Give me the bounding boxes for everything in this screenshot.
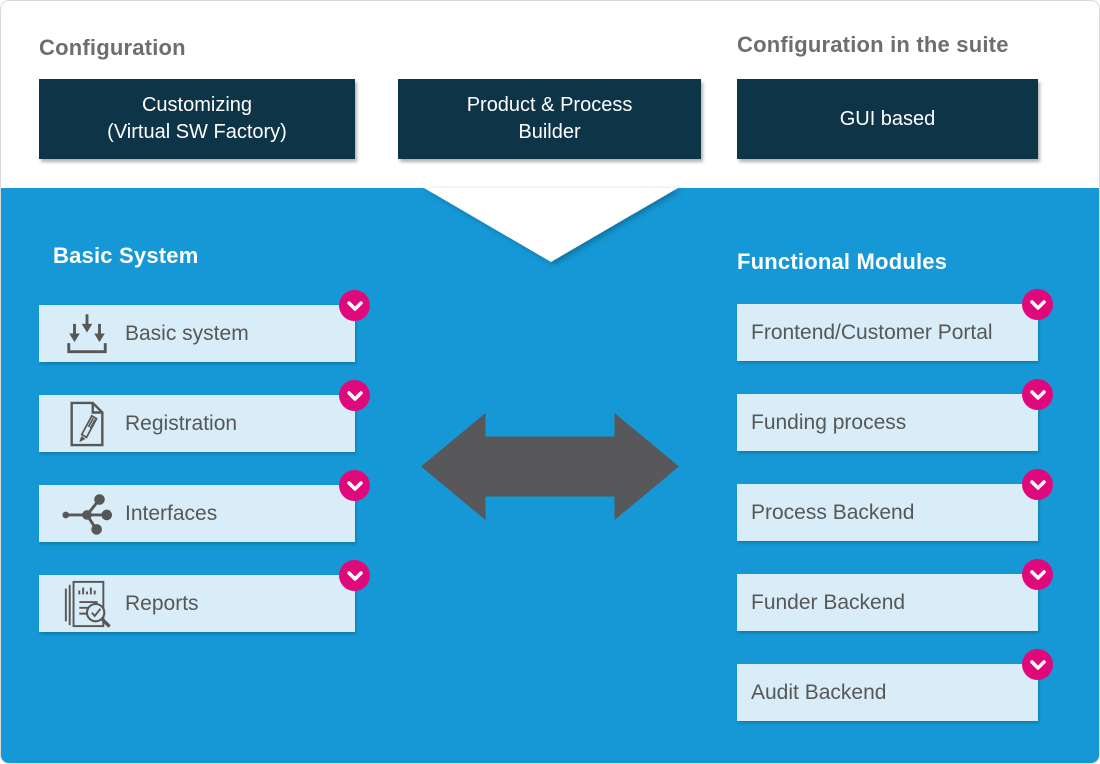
functional-modules-heading: Functional Modules [737,249,948,274]
expand-badge[interactable] [1022,379,1053,410]
chevron-down-icon [346,300,363,311]
expand-badge[interactable] [1022,469,1053,500]
config-box-label: Product & Process Builder [466,94,633,143]
chevron-down-icon [1029,299,1046,310]
item-label: Frontend/Customer Portal [751,320,993,344]
expand-badge[interactable] [1022,289,1053,320]
list-item-funding-process: Funding process [737,379,1053,451]
list-item-process-backend: Process Backend [737,469,1053,541]
list-item-registration: Registration [39,380,370,452]
expand-badge[interactable] [339,290,370,321]
item-label: Funding process [751,410,907,434]
basic-system-heading: Basic System [53,243,199,268]
item-label: Process Backend [751,500,915,524]
chevron-down-icon [1029,569,1046,580]
list-item-funder-backend: Funder Backend [737,559,1053,631]
expand-badge[interactable] [339,470,370,501]
configuration-in-suite-heading: Configuration in the suite [737,32,1009,57]
chevron-down-icon [346,570,363,581]
item-label: Basic system [125,321,249,345]
config-box-label: Customizing (Virtual SW Factory) [107,94,287,143]
expand-badge[interactable] [339,560,370,591]
report-magnifier-icon [59,579,115,629]
chevron-down-icon [1029,659,1046,670]
config-box-gui-based: GUI based [737,79,1038,159]
chevron-down-icon [1029,389,1046,400]
expand-badge[interactable] [1022,649,1053,680]
system-overview-section: Basic System Functional Modules [1,188,1099,763]
item-label: Interfaces [125,501,218,525]
list-item-basic-system: Basic system [39,290,370,362]
item-label: Reports [125,591,199,615]
list-item-reports: Reports [39,560,370,632]
configuration-header-section: Configuration Configuration in the suite… [1,1,1099,188]
expand-badge[interactable] [1022,559,1053,590]
list-item-interfaces: Interfaces [39,470,370,542]
item-label: Audit Backend [751,680,887,704]
config-box-customizing: Customizing (Virtual SW Factory) [39,79,355,159]
chevron-down-icon [1029,479,1046,490]
item-label: Funder Backend [751,590,906,614]
bidirectional-arrow [421,413,679,520]
chevron-down-icon [346,390,363,401]
document-pencil-icon [59,401,115,447]
down-pointer-notch [424,188,678,262]
chevron-down-icon [346,480,363,491]
network-nodes-icon [59,492,115,536]
config-box-product-process-builder: Product & Process Builder [398,79,701,159]
download-tray-icon [59,311,115,356]
list-item-audit-backend: Audit Backend [737,649,1053,721]
expand-badge[interactable] [339,380,370,411]
item-label: Registration [125,411,238,435]
down-pointer-shape [424,188,678,262]
list-item-frontend-customer-portal: Frontend/Customer Portal [737,289,1053,361]
config-box-label: GUI based [839,107,936,130]
configuration-heading: Configuration [39,35,186,60]
